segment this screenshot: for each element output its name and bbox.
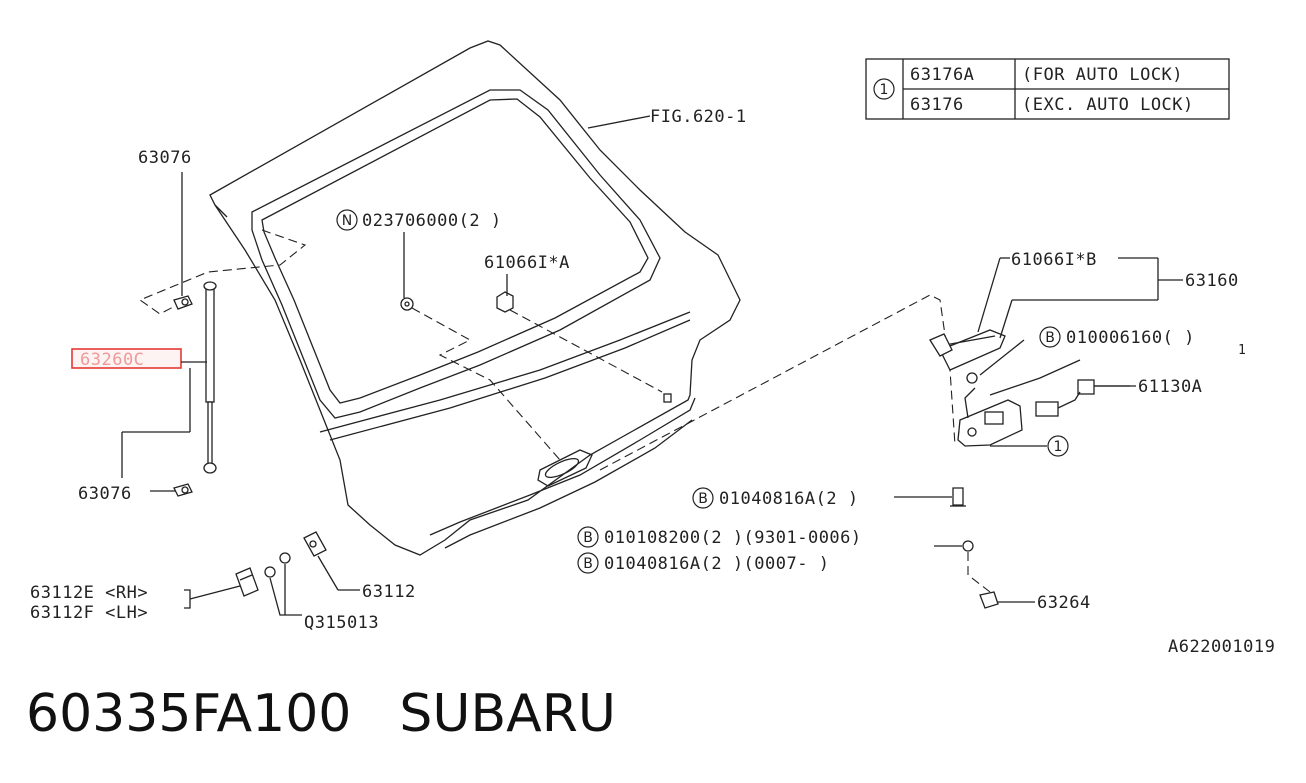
- label-diagram-id: A622001019: [1168, 637, 1275, 657]
- nut-marker: [336, 209, 358, 231]
- label-strut-bottom-fastener: 63076: [78, 484, 132, 504]
- footer-part-number: 60335FA100: [26, 684, 352, 744]
- nut-marker-text: N: [342, 213, 352, 229]
- highlight-box: [71, 348, 182, 369]
- bolt-marker-3: [577, 526, 599, 548]
- label-bolt-4: 01040816A(2 )(0007- ): [604, 554, 829, 574]
- label-handle-assy: 63160: [1185, 271, 1239, 291]
- legend-row-2-desc: (EXC. AUTO LOCK): [1022, 95, 1194, 115]
- bolt-marker-3-text: B: [583, 530, 593, 546]
- legend-table: 1 63176A (FOR AUTO LOCK) 63176 (EXC. AUT…: [865, 58, 1230, 120]
- bolt-marker-4-text: B: [583, 556, 593, 572]
- label-hinge-bolt: Q315013: [304, 613, 379, 633]
- label-bolt-3: 010108200(2 )(9301-0006): [604, 528, 862, 548]
- label-hinge-bracket: 63112: [362, 582, 416, 602]
- label-strut-top-fastener: 63076: [138, 148, 192, 168]
- tailgate-drawing: [209, 40, 741, 556]
- legend-ref-marker: [873, 78, 895, 100]
- latch-ref-marker-text: 1: [1054, 439, 1063, 455]
- label-strut-highlight: 63260C: [80, 350, 144, 370]
- label-clip-a: 61066I*A: [484, 253, 570, 273]
- label-striker: 63264: [1037, 593, 1091, 613]
- strut-assembly: [173, 281, 217, 497]
- legend-row-2-part: 63176: [910, 95, 964, 115]
- label-harness: 61130A: [1138, 377, 1202, 397]
- bolt-marker-4: [577, 552, 599, 574]
- label-bolt-1-suffix: 1: [1238, 343, 1246, 358]
- footer-part-info: 60335FA100 SUBARU: [26, 684, 664, 744]
- label-fig-ref: FIG.620-1: [650, 107, 747, 127]
- label-clip-b: 61066I*B: [1011, 250, 1097, 270]
- latch-ref-marker: [1047, 435, 1069, 457]
- bolt-marker-2-text: B: [698, 491, 708, 507]
- bolt-marker-1-text: B: [1045, 330, 1055, 346]
- footer-brand: SUBARU: [399, 684, 616, 744]
- bolt-marker-2: [692, 487, 714, 509]
- legend-row-1-desc: (FOR AUTO LOCK): [1022, 65, 1183, 85]
- label-bolt-1: 010006160( ): [1066, 328, 1195, 348]
- bolt-marker-1: [1039, 326, 1061, 348]
- label-nut: 023706000(2 ): [362, 211, 502, 231]
- legend-row-1-part: 63176A: [910, 65, 974, 85]
- hinge-assembly: [235, 531, 327, 597]
- label-hinge-rh: 63112E <RH>: [30, 583, 148, 603]
- label-hinge-lh: 63112F <LH>: [30, 603, 148, 623]
- legend-ref-marker-text: 1: [880, 82, 889, 98]
- dashed-leaders: [138, 229, 956, 471]
- latch-assembly: [929, 329, 1130, 609]
- label-bolt-2: 01040816A(2 ): [719, 489, 859, 509]
